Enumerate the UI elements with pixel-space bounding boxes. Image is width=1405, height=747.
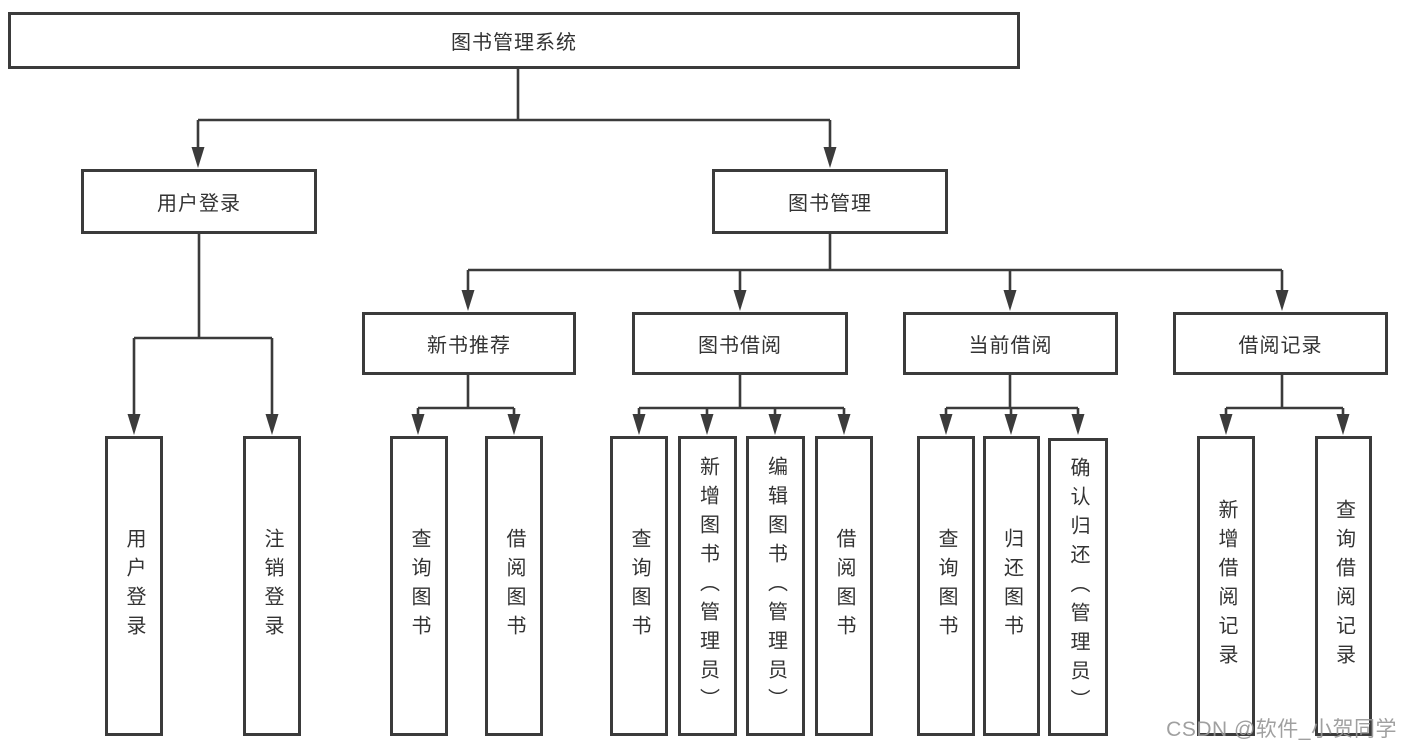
node-leaf-query-books-recommend: 查询图书	[390, 436, 448, 736]
arrowhead	[191, 147, 205, 168]
arrowhead	[939, 414, 953, 435]
arrowhead	[768, 414, 782, 435]
node-leaf-borrow-books-recommend: 借阅图书	[485, 436, 543, 736]
node-label: 查询图书	[408, 528, 430, 644]
node-label: 归还图书	[1000, 528, 1023, 644]
connector-user-login-children	[132, 233, 274, 417]
node-leaf-query-borrow-record: 查询借阅记录	[1315, 436, 1372, 736]
arrowhead	[700, 414, 714, 435]
arrowhead	[1004, 414, 1018, 435]
node-user-login: 用户登录	[81, 169, 317, 234]
arrowhead	[1275, 290, 1289, 311]
arrowhead	[461, 290, 475, 311]
node-label: 查询借阅记录	[1332, 499, 1355, 673]
arrowhead	[837, 414, 851, 435]
node-label: 新增借阅记录	[1215, 499, 1237, 673]
node-borrowing-records: 借阅记录	[1173, 312, 1388, 375]
node-book-management: 图书管理	[712, 169, 948, 234]
node-leaf-return-books: 归还图书	[983, 436, 1040, 736]
connector-root-to-level2	[196, 68, 832, 150]
node-label: 确认归还（管理员）	[1067, 456, 1089, 718]
arrowhead	[1219, 414, 1233, 435]
node-library-management-system: 图书管理系统	[8, 12, 1020, 69]
node-new-book-recommendation: 新书推荐	[362, 312, 576, 375]
arrowhead	[507, 414, 521, 435]
node-label: 用户登录	[123, 528, 145, 644]
node-label: 查询图书	[935, 528, 957, 644]
node-current-borrowing: 当前借阅	[903, 312, 1118, 375]
arrowhead	[823, 147, 837, 168]
arrowhead	[1071, 414, 1085, 435]
arrowhead	[733, 290, 747, 311]
arrowhead	[411, 414, 425, 435]
node-label: 新增图书（管理员）	[696, 455, 719, 717]
connector-new-book-children	[416, 375, 516, 417]
arrowhead	[265, 414, 279, 435]
node-leaf-edit-book-admin: 编辑图书（管理员）	[746, 436, 805, 736]
node-label: 注销登录	[261, 528, 283, 644]
node-label: 编辑图书（管理员）	[764, 455, 787, 717]
node-leaf-add-book-admin: 新增图书（管理员）	[678, 436, 737, 736]
node-leaf-borrow-books: 借阅图书	[815, 436, 873, 736]
arrowhead	[1336, 414, 1350, 435]
node-leaf-add-borrow-record: 新增借阅记录	[1197, 436, 1255, 736]
csdn-watermark: CSDN @软件_小贺同学	[1166, 718, 1397, 741]
node-leaf-confirm-return-admin: 确认归还（管理员）	[1048, 438, 1108, 736]
node-leaf-logout: 注销登录	[243, 436, 301, 736]
arrowhead	[127, 414, 141, 435]
node-label: 借阅图书	[833, 528, 855, 644]
node-label: 查询图书	[628, 528, 650, 644]
node-leaf-query-books-current: 查询图书	[917, 436, 975, 736]
node-leaf-user-login: 用户登录	[105, 436, 163, 736]
node-book-borrowing: 图书借阅	[632, 312, 848, 375]
node-leaf-query-books-borrowing: 查询图书	[610, 436, 668, 736]
connector-current-borrowing-children	[944, 375, 1080, 417]
connector-book-borrowing-children	[637, 375, 846, 417]
connector-book-management-children	[466, 233, 1284, 294]
arrowhead	[632, 414, 646, 435]
arrowhead	[1003, 290, 1017, 311]
connector-borrowing-records-children	[1224, 375, 1345, 417]
node-label: 借阅图书	[503, 528, 525, 644]
